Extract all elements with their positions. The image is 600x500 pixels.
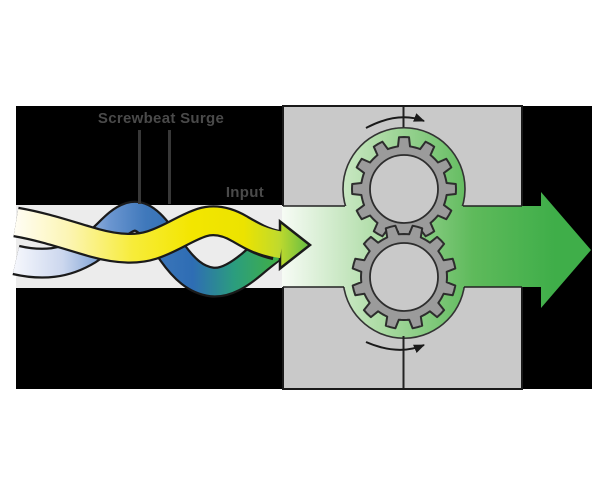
top-gear-hole [369,154,439,224]
output-flow-arrowhead [541,192,591,308]
input-label: Input [226,184,264,201]
rotation-arrow-top-icon [365,113,425,129]
bottom-gear-hole [369,242,439,312]
inlet-ribbon-yellow [13,207,285,262]
rotation-arrow-bottom-icon [365,341,425,354]
surge-label: Screwbeat Surge [98,110,224,127]
